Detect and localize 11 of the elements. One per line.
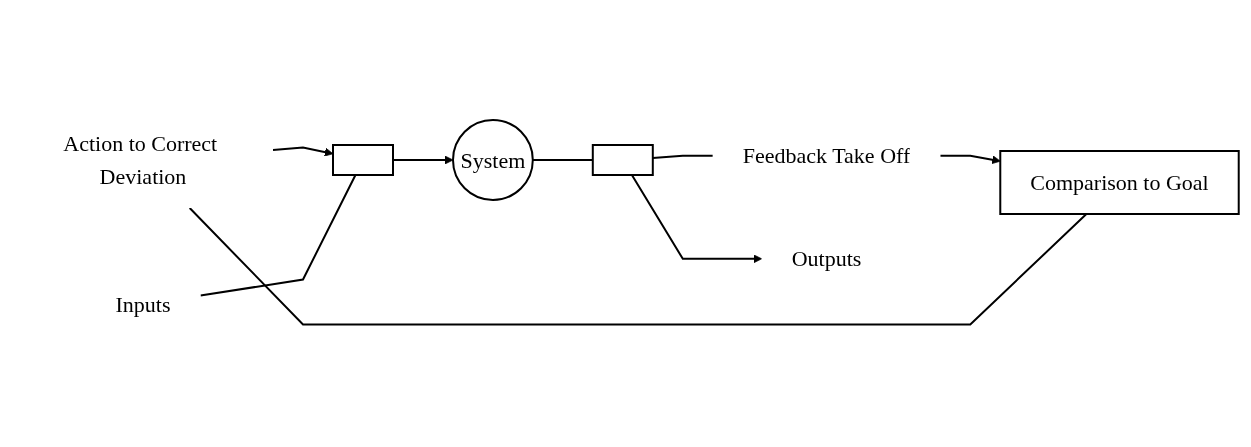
connector: [188, 206, 1088, 325]
node-text: Action to Correct Deviation: [62, 130, 217, 189]
connector: [199, 173, 357, 297]
arrow: [630, 173, 762, 263]
node-text: Outputs: [791, 245, 862, 271]
node-box: Comparison to Goal: [998, 149, 1240, 215]
node-box: [331, 143, 394, 176]
node-text: Inputs: [115, 291, 171, 317]
node-text: Feedback Take Off: [742, 142, 910, 168]
node-box: [591, 143, 654, 176]
node-circle: System: [451, 118, 534, 201]
